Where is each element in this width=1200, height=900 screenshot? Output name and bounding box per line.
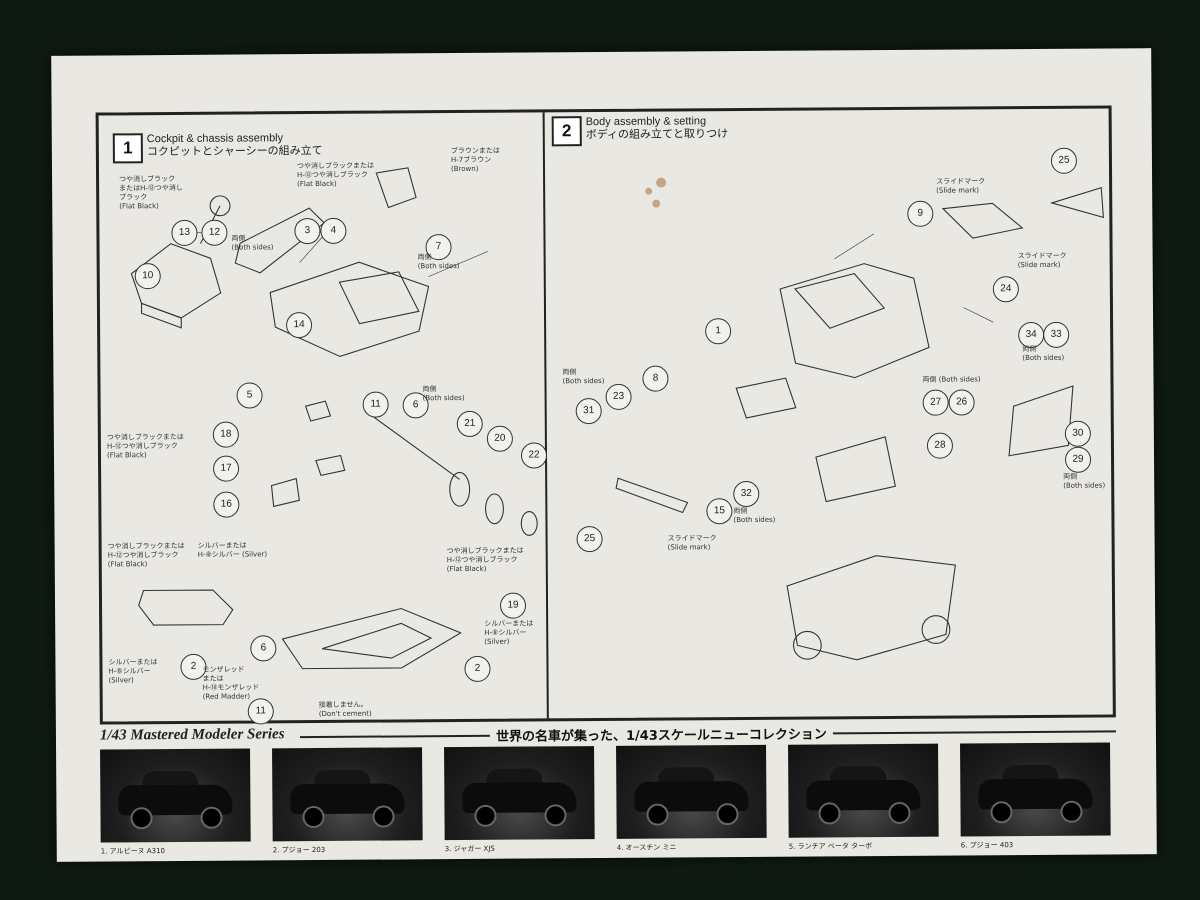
note-both-sides-34r: 両側 (Both sides) bbox=[1022, 344, 1065, 363]
part-8: 8 bbox=[642, 365, 669, 392]
axle-part bbox=[364, 410, 460, 480]
part-18 bbox=[304, 400, 332, 422]
part-20: 20 bbox=[486, 425, 513, 452]
instruction-sheet: 1 Cockpit & chassis assembly コクピットとシャーシー… bbox=[51, 48, 1157, 862]
note-silver-chassis: シルバーまたは H-⑧シルバー (Silver) bbox=[197, 541, 268, 559]
chassis-base bbox=[281, 607, 462, 670]
part-6-chassis: 6 bbox=[250, 635, 277, 662]
note-both-sides-27: 両側 (Both sides) bbox=[922, 375, 981, 384]
part-16: 16 bbox=[213, 491, 240, 518]
car-caption-5: 5. ランチア ベータ ターボ bbox=[788, 842, 873, 851]
car-caption-1: 1. アルピーヌ A310 bbox=[100, 847, 166, 856]
wheel-21 bbox=[449, 471, 471, 507]
series-subtitle: 世界の名車が集った、1/43スケールニューコレクション bbox=[489, 723, 833, 745]
car-caption-2: 2. プジョー 203 bbox=[272, 845, 326, 855]
part-2-chassis: 2 bbox=[464, 655, 491, 682]
note-silver-19: シルバーまたは H-⑧シルバー (Silver) bbox=[484, 619, 534, 646]
part-17: 17 bbox=[212, 455, 240, 482]
part-5: 5 bbox=[236, 382, 263, 409]
note-both-sides-29: 両側 (Both sides) bbox=[1063, 472, 1106, 490]
part-31: 31 bbox=[575, 398, 602, 425]
part-30: 30 bbox=[1064, 420, 1091, 447]
note-slide-mark-1: スライドマーク (Slide mark) bbox=[936, 177, 986, 195]
note-both-sides-6: 両側 (Both sides) bbox=[422, 385, 465, 403]
note-both-sides-7: 両側 (Both sides) bbox=[417, 253, 460, 271]
assembly-frame: 1 Cockpit & chassis assembly コクピットとシャーシー… bbox=[95, 105, 1116, 725]
windshield-part bbox=[815, 436, 897, 503]
note-both-sides-23: 両側 (Both sides) bbox=[562, 368, 605, 386]
note-flat-black-wheel: つや消しブラックまたは H-⑫つや消しブラック (Flat Black) bbox=[446, 546, 524, 574]
exploded-view-drawing bbox=[130, 167, 1105, 670]
part-25-front: 25 bbox=[576, 526, 603, 553]
part-11-chassis: 11 bbox=[247, 698, 274, 725]
series-title: 1/43 Mastered Modeler Series bbox=[99, 726, 285, 744]
car-caption-4: 4. オースチン ミニ bbox=[616, 843, 677, 852]
mini-body bbox=[779, 263, 930, 379]
note-flat-black-chassis: つや消しブラックまたは H-⑫つや消しブラック (Flat Black) bbox=[107, 541, 185, 569]
part-13: 13 bbox=[171, 219, 198, 247]
part-17 bbox=[315, 454, 346, 477]
roof-spoiler bbox=[1049, 187, 1105, 219]
rear-panel bbox=[941, 202, 1024, 239]
part-22: 22 bbox=[520, 442, 548, 469]
part-9: 9 bbox=[907, 200, 934, 227]
car-photo-3 bbox=[444, 746, 595, 841]
part-1: 1 bbox=[705, 318, 732, 345]
part-12: 12 bbox=[201, 219, 228, 246]
note-flat-black-2: つや消しブラックまたは H-⑫つや消しブラック (Flat Black) bbox=[296, 161, 375, 189]
part-14: 14 bbox=[285, 312, 313, 339]
car-photo-5 bbox=[788, 743, 939, 838]
wheel-22 bbox=[520, 511, 538, 536]
note-slide-mark-3: スライドマーク (Slide mark) bbox=[667, 534, 717, 552]
car-photo-2 bbox=[272, 747, 423, 842]
note-silver-left: シルバーまたは H-⑧シルバー (Silver) bbox=[108, 658, 158, 685]
part-16 bbox=[270, 477, 300, 508]
part-27: 27 bbox=[922, 389, 949, 416]
steering-wheel bbox=[209, 195, 231, 217]
note-flat-black-1: つや消しブラック またはH-⑫つや消し ブラック (Flat Black) bbox=[119, 174, 183, 211]
car-photo-4 bbox=[616, 744, 767, 839]
chassis-floor bbox=[269, 261, 430, 358]
part-15: 15 bbox=[706, 498, 733, 525]
note-red-madder: モンザレッド または H-⑱モンザレッド (Red Madder) bbox=[202, 665, 260, 701]
part-32: 32 bbox=[733, 480, 760, 508]
side-window bbox=[1008, 385, 1074, 457]
front-bumper bbox=[615, 477, 689, 514]
car-photo-1 bbox=[100, 748, 251, 843]
part-10: 10 bbox=[134, 263, 161, 290]
car-caption-3: 3. ジャガー XJS bbox=[444, 844, 495, 854]
note-both-sides-34: 両側 (Both sides) bbox=[231, 234, 274, 252]
assembled-mini bbox=[786, 555, 956, 661]
part-4: 4 bbox=[320, 217, 347, 244]
engine-bay bbox=[138, 589, 234, 626]
note-dont-cement: 接着しません。 (Don't cement) bbox=[318, 700, 372, 718]
note-brown: ブラウンまたは H-7ブラウン (Brown) bbox=[450, 146, 500, 174]
part-26: 26 bbox=[948, 389, 975, 416]
part-25: 25 bbox=[1050, 147, 1078, 174]
part-24: 24 bbox=[992, 276, 1019, 303]
part-28: 28 bbox=[926, 432, 954, 459]
part-3: 3 bbox=[294, 217, 321, 245]
wheel-20 bbox=[485, 493, 504, 525]
car-photo-6 bbox=[960, 742, 1111, 837]
note-flat-black-18: つや消しブラックまたは H-⑫つや消しブラック (Flat Black) bbox=[106, 432, 184, 460]
car-caption-6: 6. プジョー 403 bbox=[960, 841, 1014, 850]
part-21: 21 bbox=[456, 410, 483, 438]
grille-part bbox=[735, 377, 797, 419]
part-11: 11 bbox=[362, 391, 389, 418]
note-both-sides-32: 両側 (Both sides) bbox=[733, 507, 776, 525]
door-panel bbox=[234, 207, 325, 274]
note-slide-mark-2: スライドマーク (Slide mark) bbox=[1017, 251, 1067, 270]
seat-part bbox=[375, 167, 417, 209]
part-29: 29 bbox=[1064, 446, 1092, 473]
part-18: 18 bbox=[212, 421, 239, 448]
part-19: 19 bbox=[499, 592, 527, 619]
part-23: 23 bbox=[605, 383, 632, 410]
